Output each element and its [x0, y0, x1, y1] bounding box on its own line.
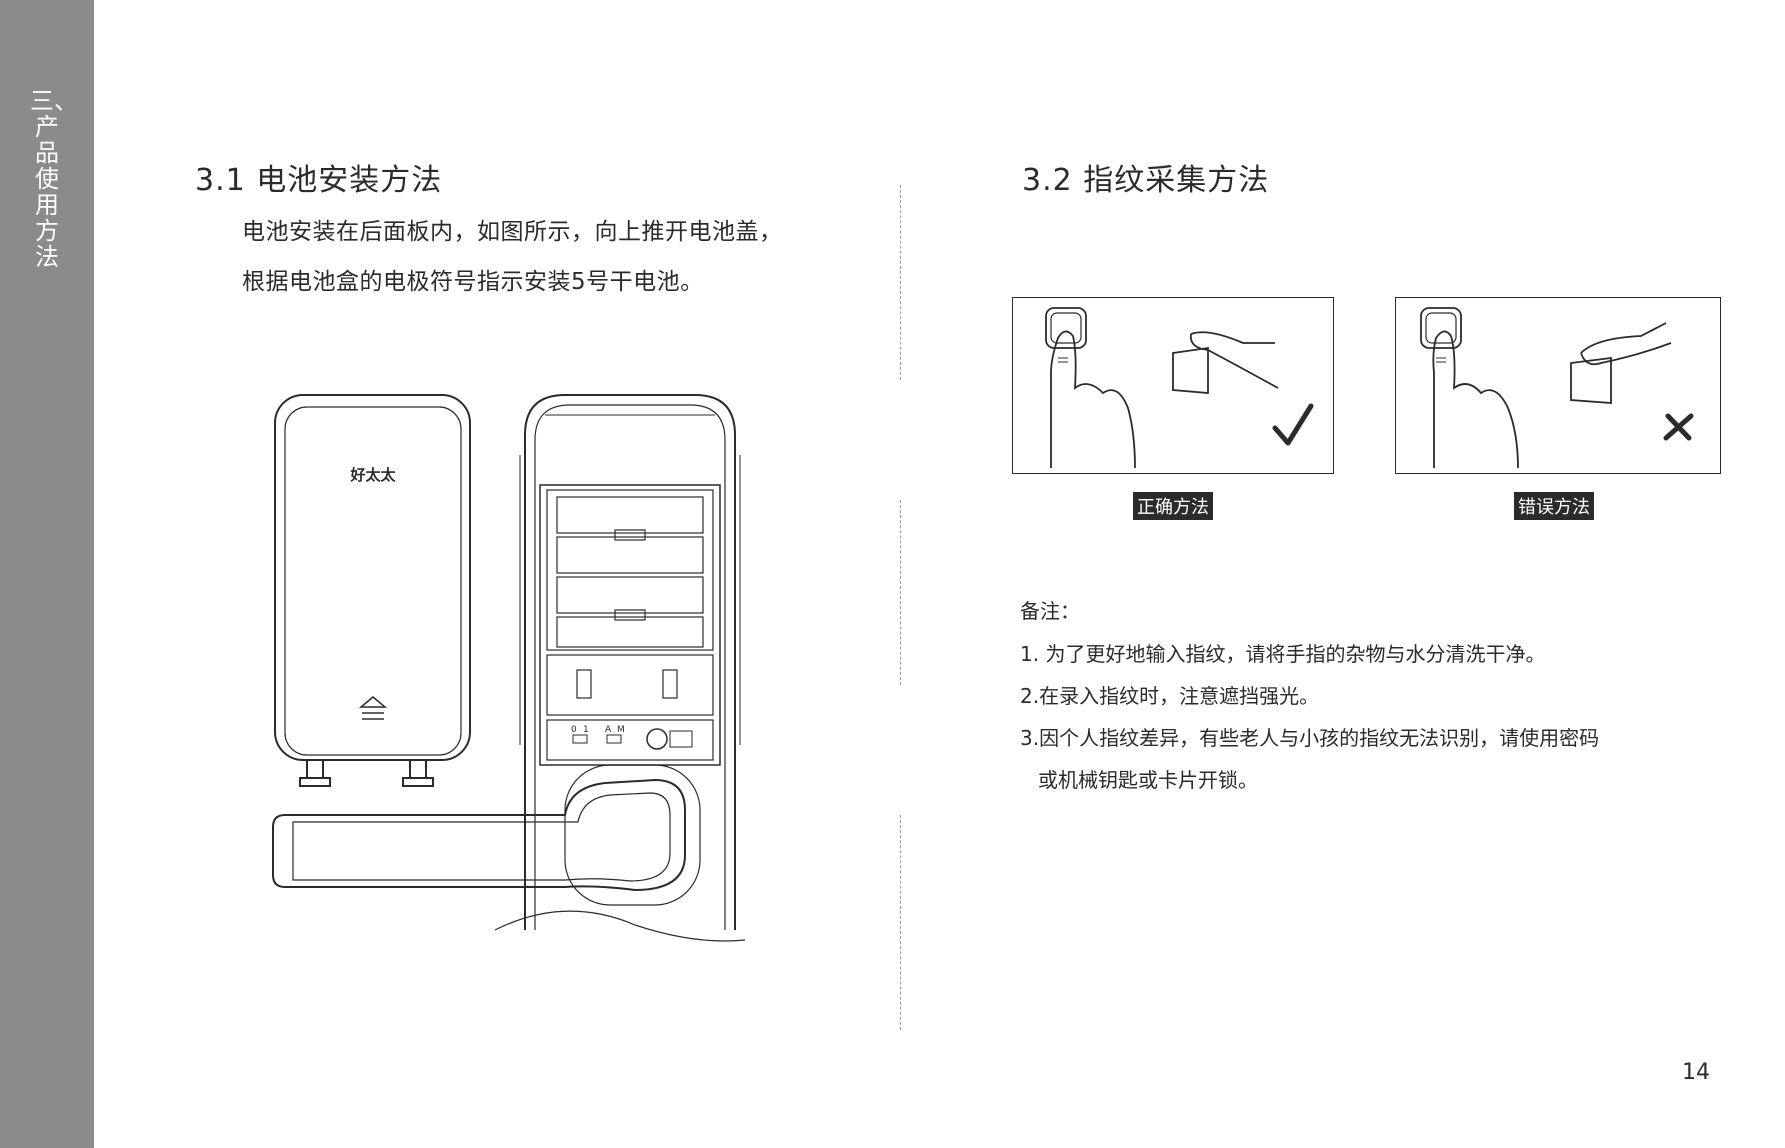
- column-divider-bottom: [900, 815, 901, 1030]
- correct-method-caption: 正确方法: [1133, 492, 1213, 520]
- battery-up-arrow-icon: [358, 696, 388, 720]
- battery-cover: [274, 394, 471, 787]
- check-icon: [1272, 403, 1314, 446]
- note-3-line-2: 或机械钥匙或卡片开锁。: [1038, 768, 1258, 792]
- switch-label-m: M: [617, 725, 625, 735]
- notes-title: 备注：: [1020, 599, 1080, 623]
- chapter-title: 三、产品使用方法: [30, 87, 78, 271]
- lock-battery-illustration: 好太太 0 1 A M: [272, 394, 746, 942]
- wrong-method-caption: 错误方法: [1514, 492, 1594, 520]
- note-3-line-1: 3.因个人指纹差异，有些老人与小孩的指纹无法识别，请使用密码: [1020, 726, 1600, 750]
- switch-label-1: 1: [583, 725, 589, 735]
- cross-icon: [1663, 413, 1694, 441]
- brand-logo: 好太太: [349, 466, 396, 484]
- switch-label-a: A: [605, 725, 612, 735]
- switch-label-0: 0: [571, 725, 577, 735]
- column-divider-top: [900, 185, 901, 380]
- battery-instruction-line-1: 电池安装在后面板内，如图所示，向上推开电池盖，: [242, 219, 783, 245]
- wrong-method-figure: [1395, 297, 1721, 474]
- fingerprint-section-heading: 3.2 指纹采集方法: [1022, 163, 1270, 198]
- battery-section-heading: 3.1 电池安装方法: [195, 163, 443, 198]
- battery-instruction-line-2: 根据电池盒的电极符号指示安装5号干电池。: [242, 269, 704, 295]
- column-divider-middle: [900, 500, 901, 685]
- note-2: 2.在录入指纹时，注意遮挡强光。: [1020, 684, 1320, 708]
- page-number: 14: [1682, 1060, 1710, 1085]
- note-1: 1. 为了更好地输入指纹，请将手指的杂物与水分清洗干净。: [1020, 642, 1546, 666]
- correct-method-figure: [1012, 297, 1334, 474]
- chapter-sidebar: 三、产品使用方法: [0, 0, 94, 1148]
